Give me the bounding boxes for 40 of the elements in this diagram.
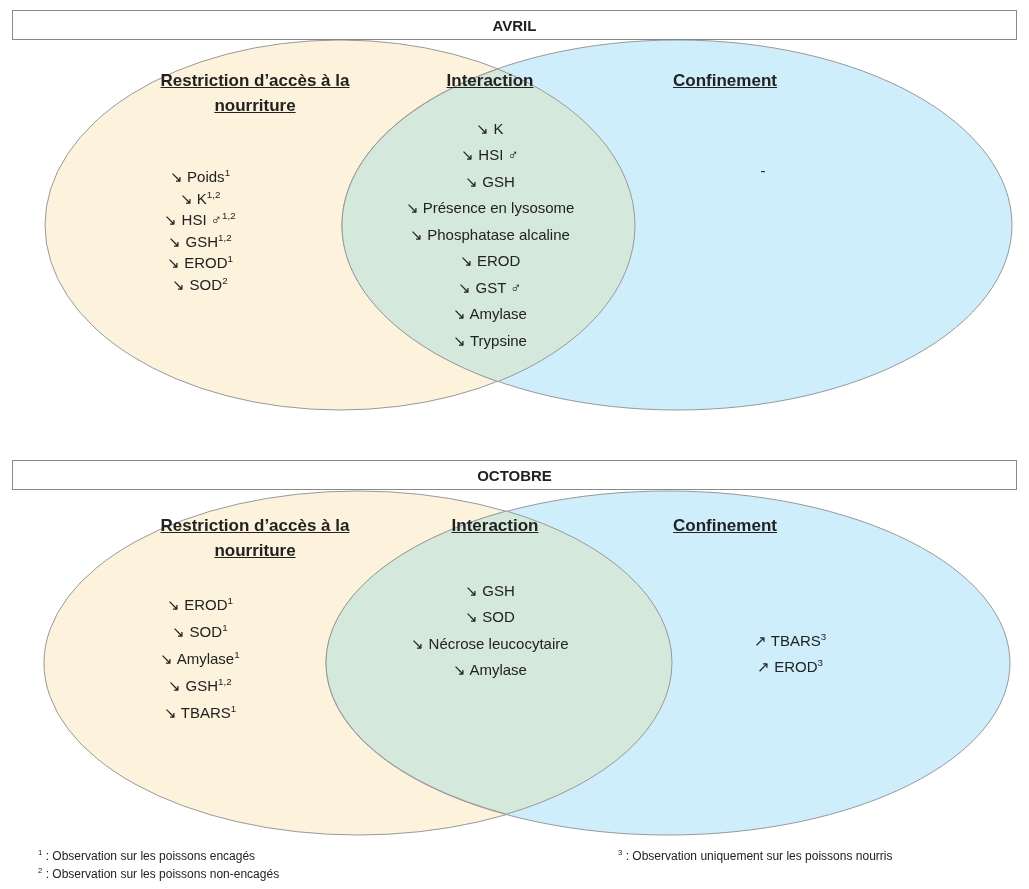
footnote: $^{2}$ : Observation sur les poissons non-encagés xyxy=(38,866,280,881)
indicator-item: ↘ Présence en lysosome xyxy=(405,199,575,218)
indicator-item: ↘ Nécrose leucocytaire xyxy=(411,635,569,653)
footnote: $^{3}$ : Observation uniquement sur les poissons nourris xyxy=(618,848,893,863)
indicator-item: ↘ HSI ♂ xyxy=(461,146,519,165)
indicator-item: ↘ GSH$^{1,2}$ xyxy=(168,675,232,695)
indicator-item: ↘ Amylase xyxy=(453,661,527,680)
region-heading: Restriction d’accès à la nourriture xyxy=(160,70,350,117)
indicator-item: ↘ GSH xyxy=(465,173,515,191)
indicator-item: ↘ HSI ♂$^{1,2}$ xyxy=(164,209,236,229)
region-heading: Confinement xyxy=(672,70,778,92)
footnote: $^{1}$ : Observation sur les poissons encagés xyxy=(38,848,256,863)
indicator-item: ↘ SOD$^{1}$ xyxy=(172,621,228,641)
indicator-item: ↗ EROD$^{3}$ xyxy=(757,656,823,676)
month-title: OCTOBRE xyxy=(477,466,552,484)
indicator-item: ↘ SOD$^{2}$ xyxy=(172,273,228,294)
region-heading: Interaction xyxy=(450,515,540,537)
indicator-item: ↘ EROD xyxy=(459,252,521,271)
indicator-item: - xyxy=(760,162,766,180)
indicator-item: ↘ K xyxy=(476,120,504,138)
month-title: AVRIL xyxy=(492,16,537,34)
indicator-item: ↗ TBARS$^{3}$ xyxy=(753,630,827,650)
region-heading: Restriction d’accès à la nourriture xyxy=(160,515,350,562)
month-banner xyxy=(12,460,1017,490)
indicator-item: ↘ EROD$^{1}$ xyxy=(167,252,233,272)
region-heading: Confinement xyxy=(672,515,778,537)
indicator-item: ↘ SOD xyxy=(465,608,515,627)
indicator-item: ↘ Amylase xyxy=(453,305,527,324)
indicator-item: ↘ GST ♂ xyxy=(458,279,522,297)
indicator-item: ↘ Amylase$^{1}$ xyxy=(160,648,240,668)
indicator-item: ↘ Phosphatase alcaline xyxy=(410,226,570,244)
region-heading: Interaction xyxy=(445,70,535,92)
indicator-item: ↘ Poids$^{1}$ xyxy=(169,166,231,186)
indicator-item: ↘ TBARS$^{1}$ xyxy=(163,702,237,722)
indicator-item: ↘ GSH xyxy=(465,582,515,600)
indicator-item: ↘ EROD$^{1}$ xyxy=(167,594,233,614)
indicator-item: ↘ K$^{1,2}$ xyxy=(179,187,221,208)
indicator-item: ↘ Trypsine xyxy=(453,332,527,350)
month-banner xyxy=(12,10,1017,40)
indicator-item: ↘ GSH$^{1,2}$ xyxy=(168,230,232,251)
